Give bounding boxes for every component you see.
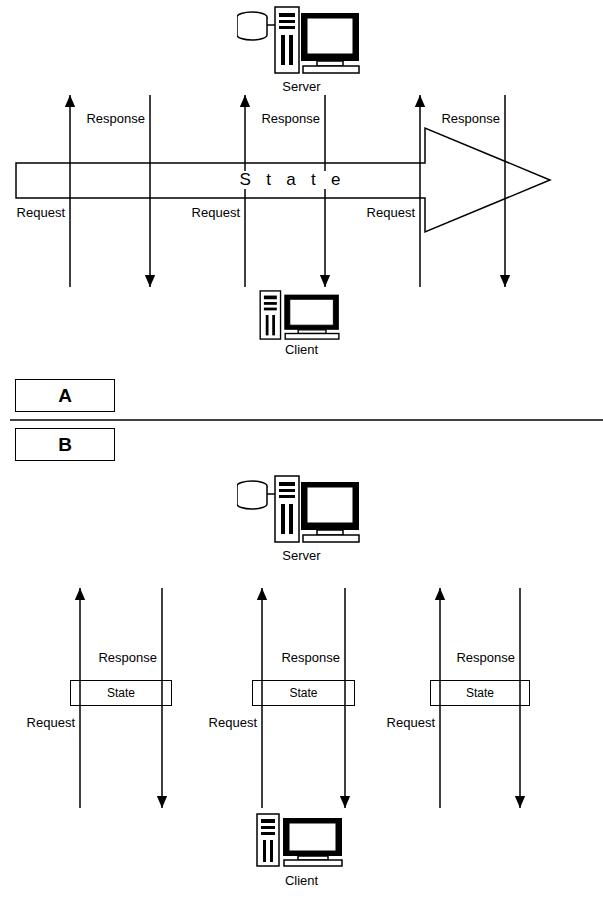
state-label: State — [287, 686, 319, 700]
server-icon — [237, 7, 359, 73]
message-arrow — [69, 95, 71, 287]
panel-letter: A — [58, 385, 72, 407]
arrow-label: Request — [386, 715, 436, 730]
state-band-arrow: State — [15, 126, 552, 234]
message-arrow — [504, 95, 506, 287]
state-label: State — [224, 171, 356, 189]
server-node: Server — [10, 2, 593, 95]
message-arrow — [149, 95, 151, 287]
state-box: State — [70, 680, 172, 706]
computer-label: Server — [282, 548, 320, 563]
arrow-label: Request — [26, 715, 76, 730]
arrow-label: Response — [85, 111, 146, 126]
state-label: State — [464, 686, 496, 700]
computer-label: Client — [285, 342, 318, 357]
client-node: Client — [10, 808, 593, 898]
computer-label: Client — [285, 873, 318, 888]
arrow-label: Response — [97, 650, 158, 665]
arrow-label: Response — [260, 111, 321, 126]
arrow-label: Request — [16, 205, 66, 220]
state-box: State — [430, 680, 530, 706]
message-arrow — [419, 95, 421, 287]
message-arrow — [519, 588, 521, 808]
panel-tag: B — [15, 428, 115, 461]
state-label: State — [105, 686, 137, 700]
server-node: Server — [10, 468, 593, 588]
client-icon — [257, 814, 342, 866]
message-arrow — [261, 588, 263, 808]
arrow-label: Request — [208, 715, 258, 730]
panel-letter: B — [58, 434, 72, 456]
message-arrow — [79, 588, 81, 808]
divider-line — [10, 419, 603, 421]
message-arrow — [161, 588, 163, 808]
client-node: Client — [10, 287, 593, 359]
arrow-label: Request — [191, 205, 241, 220]
message-arrow — [344, 588, 346, 808]
message-arrow — [324, 95, 326, 287]
arrow-label: Response — [280, 650, 341, 665]
arrow-label: Request — [366, 205, 416, 220]
client-icon — [260, 291, 339, 339]
message-arrow — [244, 95, 246, 287]
arrow-label: Response — [455, 650, 516, 665]
panel-tag: A — [15, 379, 115, 412]
band-outline — [16, 128, 550, 232]
server-icon — [237, 476, 359, 542]
message-arrow — [439, 588, 441, 808]
computer-label: Server — [282, 79, 320, 94]
arrow-label: Response — [440, 111, 501, 126]
state-box: State — [252, 680, 355, 706]
